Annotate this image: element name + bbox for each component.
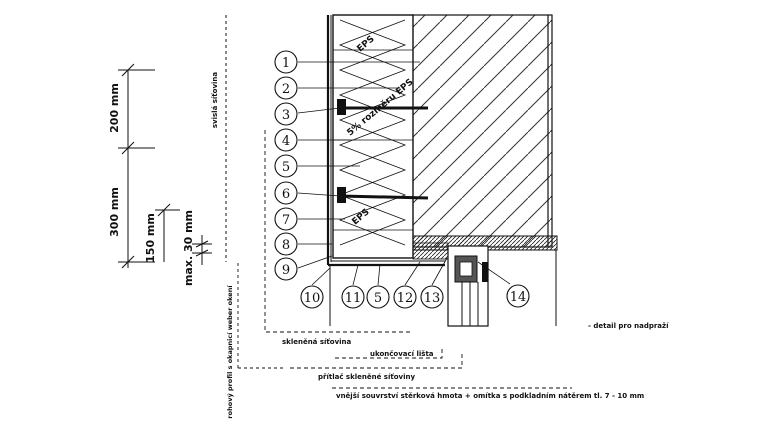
callout-2: 2 (274, 76, 298, 100)
label-detail: - detail pro nadpraží (588, 322, 669, 330)
dimension-chain (118, 63, 212, 269)
callout-5b: 5 (366, 285, 390, 309)
callout-14: 14 (506, 284, 530, 308)
callout-7: 7 (274, 207, 298, 231)
svg-text:2: 2 (282, 82, 290, 97)
dimension-200: 200 mm (108, 83, 121, 133)
svg-text:3: 3 (282, 108, 290, 123)
callout-1: 1 (274, 50, 298, 74)
wall-masonry (411, 14, 558, 251)
dimension-150: 150 mm (144, 213, 157, 263)
eps-insulation (332, 14, 414, 259)
svg-text:11: 11 (345, 291, 362, 306)
svg-text:5: 5 (282, 160, 290, 175)
svg-text:7: 7 (282, 213, 290, 228)
callout-3: 3 (274, 102, 298, 126)
dimension-30: max. 30 mm (182, 210, 195, 286)
dowel-anchor-top (337, 99, 428, 115)
callout-circles: 1 2 3 4 5 6 7 8 9 10 11 5 12 13 14 (274, 50, 530, 309)
label-ukoncovaci-lista: ukončovací lišta (370, 350, 434, 358)
pressing-mesh-line (290, 354, 463, 369)
window-frame (447, 245, 489, 327)
callout-12: 12 (393, 285, 417, 309)
callout-8: 8 (274, 232, 298, 256)
reveal-insulation (412, 242, 449, 260)
callout-9: 9 (274, 257, 298, 281)
label-pritlac: přítlač skleněné síťoviny (318, 372, 415, 381)
svg-text:5: 5 (374, 291, 382, 306)
svg-text:6: 6 (282, 187, 290, 202)
svg-text:8: 8 (282, 238, 290, 253)
callout-10: 10 (300, 285, 324, 309)
dowel-anchor-bottom (337, 187, 429, 203)
svg-text:14: 14 (510, 290, 527, 305)
callout-13: 13 (420, 285, 444, 309)
svg-text:10: 10 (304, 291, 321, 306)
label-svisla-sitovina: svislá síťovina (210, 72, 219, 129)
dimension-300: 300 mm (108, 187, 121, 237)
label-rohovy-profil: rohový profil s okapnicí weber okení (225, 285, 234, 419)
callout-6: 6 (274, 181, 298, 205)
svg-text:4: 4 (282, 134, 290, 149)
ending-strip-line (335, 346, 443, 359)
label-sklenena-sitovina: skleněná síťovina (282, 337, 352, 346)
svg-text:12: 12 (397, 291, 414, 306)
callout-leaders (297, 61, 511, 286)
callout-11: 11 (341, 285, 365, 309)
svg-text:9: 9 (282, 263, 290, 278)
callout-4: 4 (274, 128, 298, 152)
svg-text:1: 1 (282, 56, 290, 71)
svg-text:13: 13 (424, 291, 441, 306)
label-vnejsi-souvrstvi: vnější souvrství stěrková hmota + omítka… (336, 392, 644, 400)
callout-5: 5 (274, 154, 298, 178)
